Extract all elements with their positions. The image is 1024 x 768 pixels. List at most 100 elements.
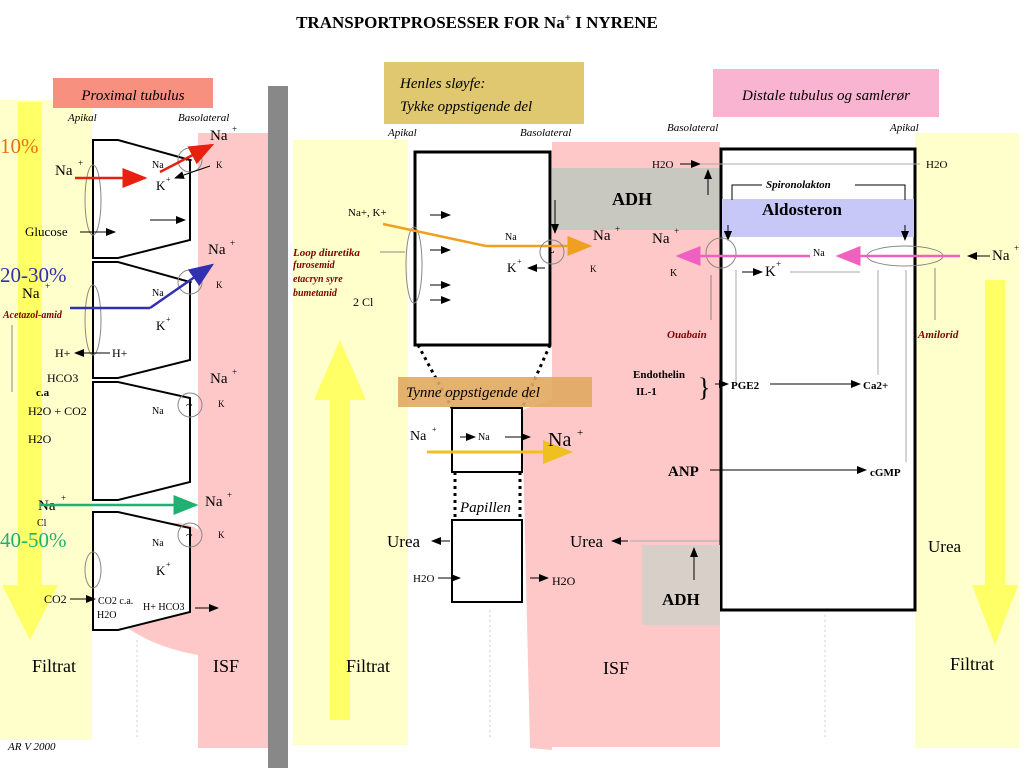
papillen-label: Papillen	[459, 500, 511, 516]
henle-na-sup: +	[615, 224, 620, 234]
na-k-pump-3	[177, 392, 203, 418]
distal-pump	[705, 237, 737, 269]
proximal-isf: ISF	[213, 656, 239, 676]
henle-thick-cell	[413, 150, 552, 347]
aldosteron-label: Aldosteron	[762, 200, 843, 219]
h2o-co2-label: H2O + CO2	[28, 404, 87, 418]
henle-header-line1: Henles sløyfe:	[399, 76, 485, 92]
p1-k-arrow	[174, 165, 211, 179]
distal-apikal-label: Apikal	[889, 122, 919, 134]
distal-na-lumen-sup: +	[1014, 243, 1019, 253]
proximal-header: Proximal tubulus	[80, 88, 184, 104]
distal-na-lumen: Na	[992, 248, 1010, 264]
thin-na-isf: Na	[548, 429, 571, 451]
furosemid-label: furosemid	[293, 260, 336, 271]
p3-k-isf: K	[218, 399, 225, 409]
distal-k-isf: K	[670, 268, 678, 279]
apical-transporter-2	[84, 284, 102, 356]
p3-na-isf: Na	[210, 371, 228, 387]
thin-na-lumen: Na	[410, 429, 427, 444]
papilla-h2o-right: H2O	[552, 574, 576, 588]
p3-na-cell: Na	[152, 406, 164, 417]
henle-k-cell: K	[507, 260, 517, 275]
p2-k-cell: K	[156, 318, 166, 333]
gray-wall	[268, 86, 288, 768]
co2-ca-label: CO2 c.a.	[98, 596, 133, 607]
distal-h2o-left: H2O	[652, 159, 673, 171]
aldosteron-box	[722, 199, 914, 237]
adh-label-henle: ADH	[612, 189, 652, 209]
p1-k-isf: K	[216, 160, 223, 170]
p2-na-cell: Na	[152, 288, 164, 299]
acetazolamid-label: Acetazol-amid	[2, 310, 63, 321]
p2-na-sup: +	[45, 281, 50, 291]
cl-label: Cl	[37, 518, 47, 529]
henle-k-sup: +	[517, 257, 522, 266]
henle-header-box	[384, 62, 584, 124]
collecting-duct-papilla	[451, 519, 523, 603]
hco3-label: HCO3	[47, 371, 78, 385]
papilla-h2o-left: H2O	[413, 573, 434, 585]
p2-na-isf-sup: +	[230, 238, 235, 248]
distal-header-box	[713, 69, 939, 117]
distal-basolateral-label: Basolateral	[667, 122, 718, 134]
p4-k-isf: K	[218, 530, 225, 540]
p4-na-cell: Na	[152, 538, 164, 549]
p2-na-lumen: Na	[22, 286, 40, 302]
henle-pump	[539, 239, 565, 265]
henle-basolateral-label: Basolateral	[520, 127, 571, 139]
p4-na-sup: +	[61, 493, 66, 503]
henle-apikal-label: Apikal	[387, 127, 417, 139]
henle-filtrat-zone	[293, 140, 408, 745]
yellow-down-arrow-left	[2, 102, 58, 640]
p1-k-cell: K	[156, 178, 166, 193]
proximal-cell-2	[92, 261, 191, 379]
p1-k-sup: +	[166, 175, 171, 184]
pge2-label: PGE2	[731, 380, 760, 392]
adh-box-distal	[642, 545, 720, 625]
distal-h2o-right: H2O	[926, 159, 947, 171]
pct-20-30: 20-30%	[0, 263, 67, 287]
p3-na-isf-sup: +	[232, 367, 237, 377]
endothelin-label: Endothelin	[633, 369, 685, 381]
yellow-down-arrow-right	[972, 280, 1018, 645]
bumetanid-label: bumetanid	[293, 288, 338, 299]
papilla-isf-strip	[522, 400, 552, 750]
henle-filtrat: Filtrat	[346, 656, 390, 676]
tynne-header-box	[398, 377, 592, 407]
pct-10: 10%	[0, 134, 39, 158]
henle-isf-zone	[552, 142, 720, 747]
proximal-apikal-label: Apikal	[67, 112, 97, 124]
two-cl-label: 2 Cl	[353, 295, 374, 309]
p1-na-lumen-sup: +	[78, 158, 83, 168]
page-title: TRANSPORTPROSESSER FOR Na+ I NYRENE	[296, 12, 658, 32]
distal-na-isf: Na	[652, 231, 670, 247]
ca2-label: Ca2+	[863, 380, 888, 392]
brace: }	[698, 373, 710, 402]
yellow-up-arrow-mid	[314, 340, 366, 720]
proximal-cell-4	[92, 511, 191, 631]
h-plus-lumen: H+	[55, 346, 71, 360]
adh-label-distal: ADH	[662, 590, 700, 609]
p4-k-cell: K	[156, 563, 166, 578]
proximal-cell-3	[92, 381, 191, 501]
na-k-label: Na+, K+	[348, 207, 387, 219]
ca-label: c.a	[36, 387, 50, 399]
henle-na-cell: Na	[505, 232, 517, 243]
urea-mid: Urea	[570, 532, 603, 551]
distal-na-cell: Na	[813, 248, 825, 259]
proximal-isf-zone	[198, 133, 268, 748]
distal-k-sup: +	[776, 259, 781, 269]
proximal-header-box	[53, 78, 213, 108]
pump-symbol-3: ~	[186, 398, 193, 412]
spironolakton-bracket	[731, 184, 906, 200]
pump-symbol-4: ~	[186, 528, 193, 542]
p1-na-lumen: Na	[55, 163, 73, 179]
henle-na-isf: Na	[593, 228, 611, 244]
na-k-pump-4	[177, 522, 203, 548]
tynne-header: Tynne oppstigende del	[406, 385, 540, 401]
thin-na-cell: Na	[478, 432, 490, 443]
proximal-cell-1	[92, 139, 191, 259]
thin-ascending-cell	[451, 407, 523, 473]
p1-red-arrow-out	[159, 143, 215, 174]
